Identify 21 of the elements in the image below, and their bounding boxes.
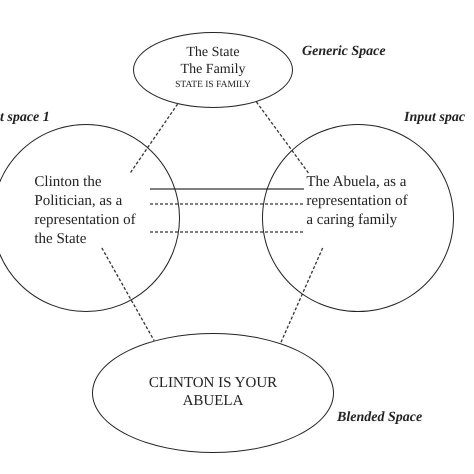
space-text: CLINTON IS YOUR ABUELA: [148, 374, 278, 410]
space-label: Input spac: [404, 110, 466, 126]
space-label: Generic Space: [302, 44, 386, 60]
dashed-connector: [129, 104, 178, 174]
dashed-connector: [150, 203, 304, 205]
generic-space-ellipse: [133, 32, 293, 108]
blended-space-ellipse: [92, 333, 334, 453]
concept-text: The Abuela, as a representation of a caring family: [306, 173, 409, 230]
circle: [262, 124, 454, 312]
space-label: Blended Space: [337, 410, 422, 426]
dashed-connector: [150, 231, 304, 233]
mapping-text: STATE IS FAMILY: [174, 80, 252, 91]
space-label: t space 1: [0, 110, 50, 126]
dashed-connector: [256, 102, 310, 174]
connector-line: [150, 188, 304, 190]
circle: [0, 124, 180, 312]
space-text: The Family: [180, 62, 246, 79]
concept-text: Clinton the Politician, as a representation of the State: [34, 173, 137, 250]
dashed-connector: [101, 248, 155, 341]
space-text: The State: [185, 45, 241, 62]
dashed-connector: [280, 248, 324, 344]
